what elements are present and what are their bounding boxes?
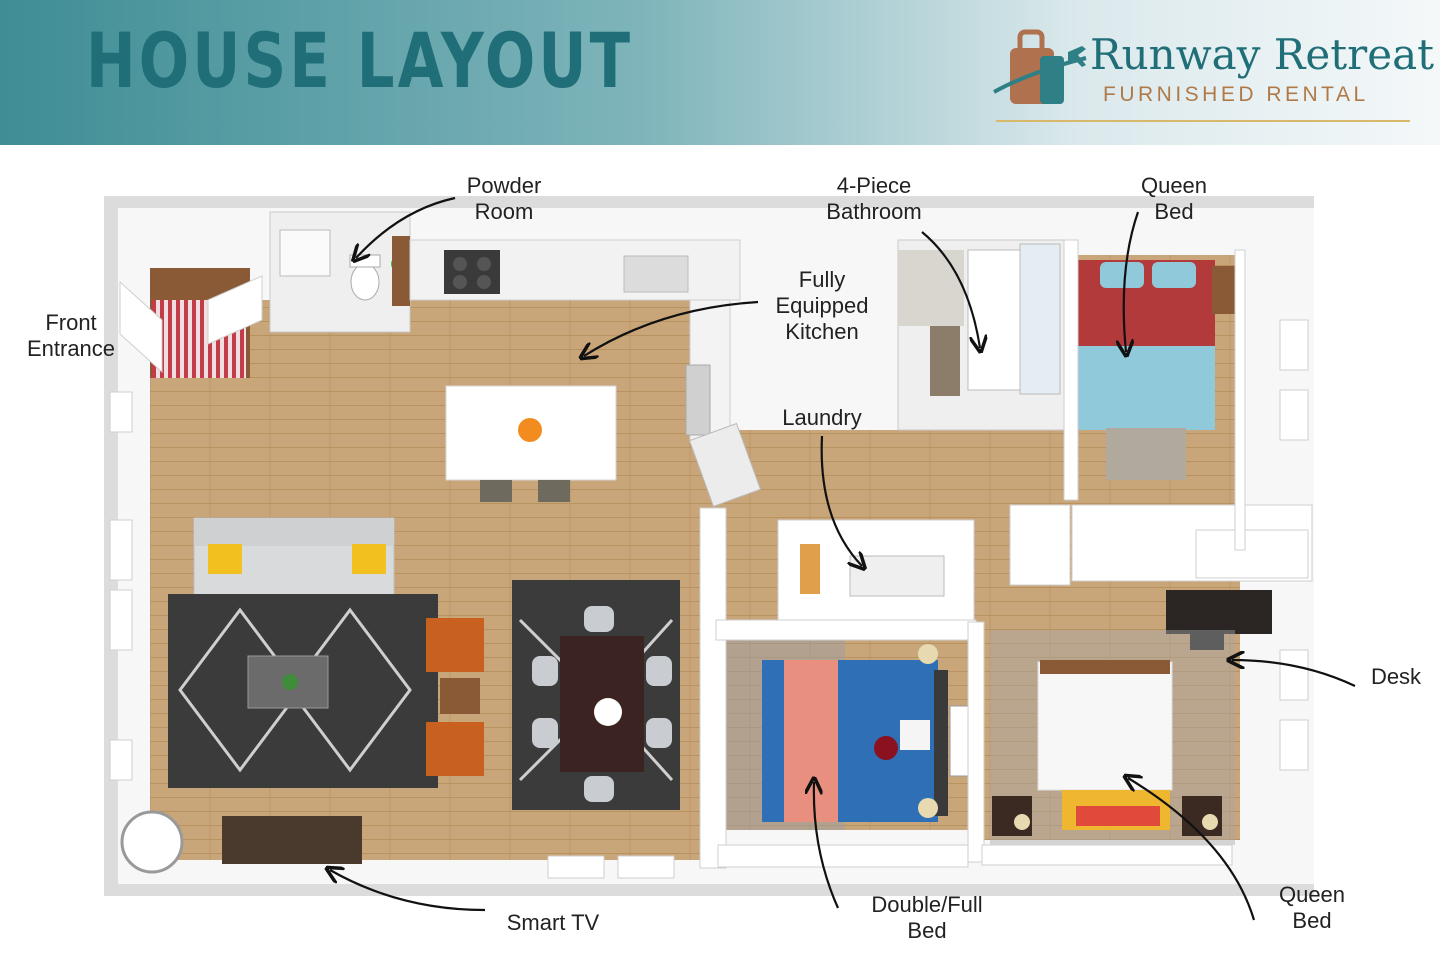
interior-walls [699, 239, 1246, 869]
kitchen [409, 239, 762, 508]
bedroom-queen-top [1075, 260, 1244, 480]
label-front-entrance: Front Entrance [26, 310, 116, 361]
label-smart-tv: Smart TV [506, 910, 600, 935]
brand-name: Runway Retreat [1090, 30, 1434, 79]
label-kitchen: Fully Equipped Kitchen [775, 267, 869, 344]
label-powder-room: Powder Room [466, 173, 542, 224]
bedroom-double [725, 640, 969, 830]
floor-plan [104, 196, 1314, 896]
label-double-full-bed: Double/Full Bed [871, 892, 983, 943]
closets [1009, 504, 1313, 586]
laundry [777, 519, 975, 633]
label-queen-bed-top: Queen Bed [1140, 173, 1208, 224]
bedroom-queen-bottom [990, 630, 1235, 845]
label-bathroom: 4-Piece Bathroom [826, 173, 922, 224]
label-desk: Desk [1370, 664, 1422, 689]
brand-logo-icon [993, 29, 1087, 104]
page-title: HOUSE LAYOUT [86, 16, 634, 105]
brand-tagline: FURNISHED RENTAL [1103, 83, 1369, 106]
desk [1166, 590, 1272, 650]
four-piece-bathroom [897, 239, 1065, 431]
living-room [120, 517, 484, 874]
label-laundry: Laundry [782, 405, 862, 430]
brand-divider [996, 120, 1410, 122]
powder-room [269, 211, 411, 333]
label-queen-bed-bottom: Queen Bed [1278, 882, 1346, 933]
kitchen-island [445, 385, 617, 502]
front-entrance [119, 268, 263, 378]
dining-area [512, 580, 680, 810]
